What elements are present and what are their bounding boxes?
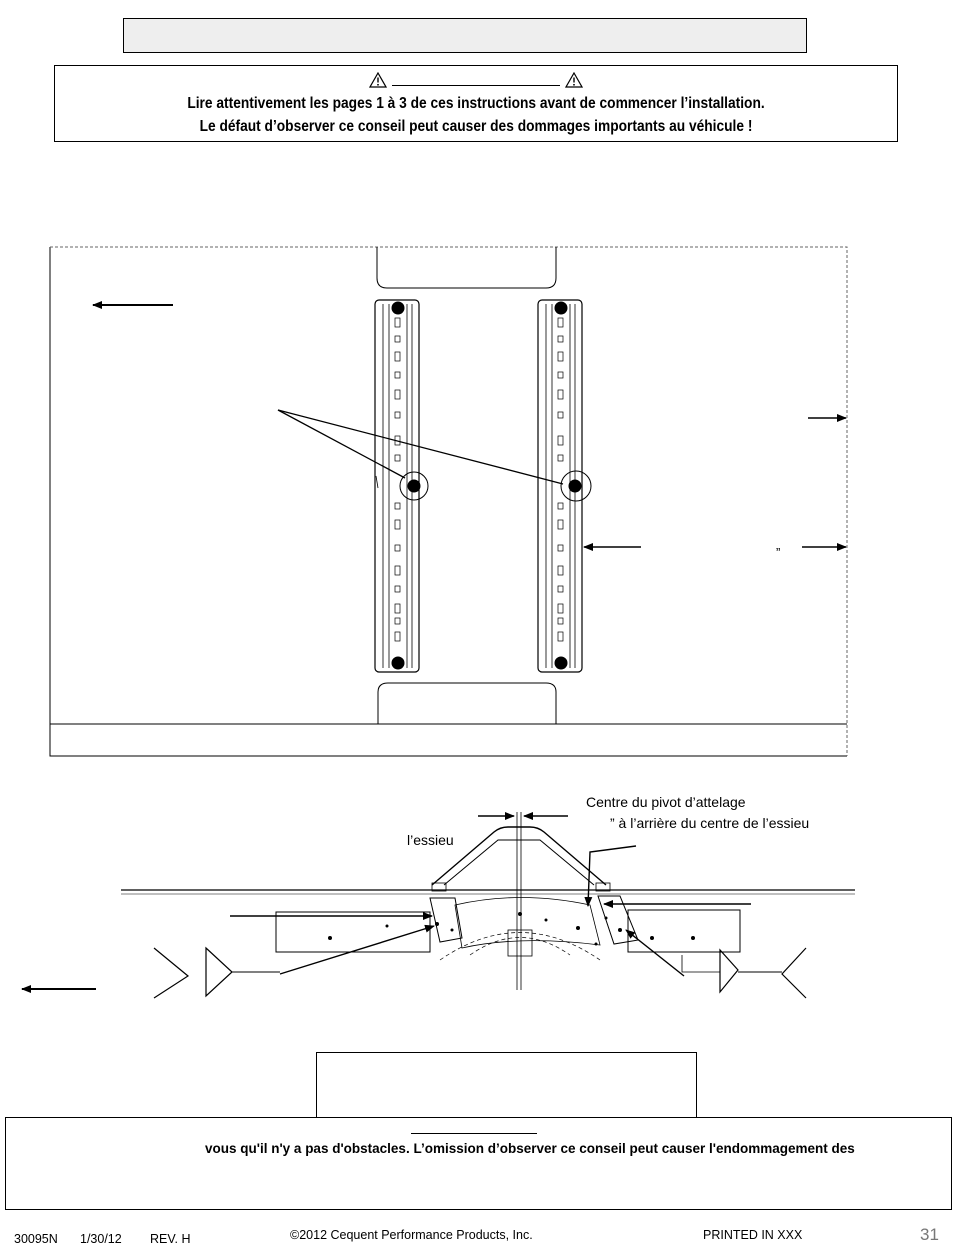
truck-bed-plan-view xyxy=(49,246,848,757)
left-mounting-rail xyxy=(374,299,429,673)
note-box xyxy=(316,1052,697,1118)
warning-title-underline xyxy=(392,72,560,86)
warning-triangle-icon xyxy=(368,71,388,94)
leader-line xyxy=(277,409,564,485)
caution-title-underline xyxy=(411,1133,537,1134)
footer-copyright: ©2012 Cequent Performance Products, Inc. xyxy=(290,1228,533,1242)
warning-header xyxy=(55,71,897,94)
caution-notice-text: vous qu'il n'y a pas d'obstacles. L’omis… xyxy=(205,1141,855,1156)
leader-line xyxy=(277,409,406,479)
footer-revision: REV. H xyxy=(150,1232,191,1246)
page-number: 31 xyxy=(920,1225,939,1244)
warning-box: Lire attentivement les pages 1 à 3 de ce… xyxy=(54,65,898,142)
warning-text-line2: Le défaut d’observer ce conseil peut cau… xyxy=(199,118,753,135)
title-bar xyxy=(123,18,807,53)
warning-triangle-icon xyxy=(564,71,584,94)
footer-printed: PRINTED IN XXX xyxy=(703,1228,803,1242)
pivot-offset-label: ” à l’arrière du centre de l’essieu xyxy=(610,815,810,831)
dimension-quote-mark: ” xyxy=(776,545,780,560)
footer-date: 1/30/12 xyxy=(80,1232,122,1246)
footer-part-number: 30095N xyxy=(14,1232,58,1246)
caution-notice-box xyxy=(5,1117,952,1210)
frame-side-view xyxy=(21,812,855,999)
right-mounting-rail xyxy=(537,299,592,673)
warning-text-line1: Lire attentivement les pages 1 à 3 de ce… xyxy=(187,95,765,112)
pivot-center-label: Centre du pivot d’attelage xyxy=(586,794,746,810)
axle-label: l’essieu xyxy=(407,832,454,848)
